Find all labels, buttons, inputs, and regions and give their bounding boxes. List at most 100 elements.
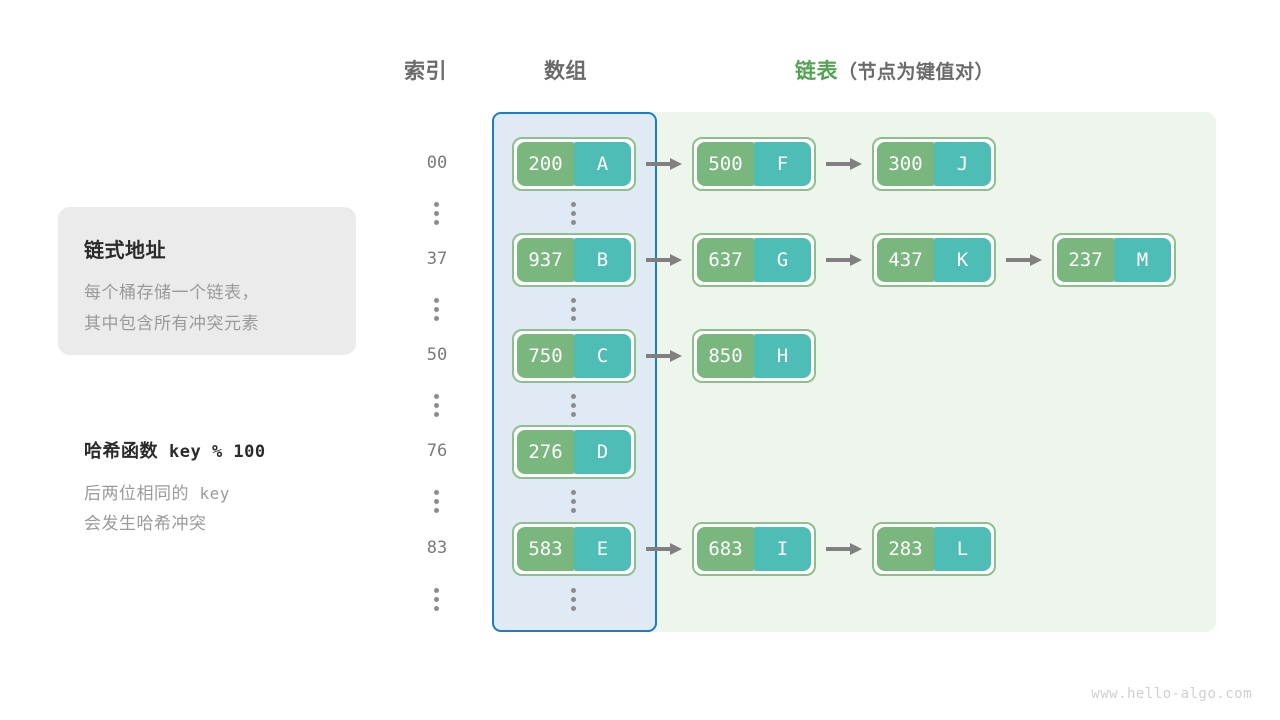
column-header-linked-list-sub: （节点为键值对）	[838, 62, 995, 83]
kv-node-value: E	[574, 527, 631, 571]
info-card-body-line2: 其中包含所有冲突元素	[84, 314, 259, 333]
kv-node-value: I	[754, 527, 811, 571]
kv-node-key: 200	[517, 142, 574, 186]
link-arrow-37-1	[826, 254, 862, 266]
hash-function-title: 哈希函数 key % 100	[84, 437, 266, 463]
column-header-index: 索引	[404, 60, 447, 83]
kv-node-key: 850	[697, 334, 754, 378]
ellipsis-dot	[571, 597, 576, 602]
ellipsis-dot	[571, 298, 576, 303]
hash-function-note-line1-mono: key	[199, 484, 230, 503]
kv-node-key: 937	[517, 238, 574, 282]
info-card-body: 每个桶存储一个链表， 其中包含所有冲突元素	[84, 277, 259, 339]
link-arrow-50-0	[646, 350, 682, 362]
kv-node-key: 500	[697, 142, 754, 186]
kv-node-key: 276	[517, 430, 574, 474]
kv-node-value: L	[934, 527, 991, 571]
kv-node-value: J	[934, 142, 991, 186]
array-column-ellipsis-3	[571, 490, 577, 513]
info-card	[58, 207, 356, 355]
arrow-head-icon	[670, 158, 682, 170]
ellipsis-dot	[434, 211, 439, 216]
array-column-ellipsis-1	[571, 298, 577, 321]
arrow-head-icon	[670, 350, 682, 362]
ellipsis-dot	[434, 606, 439, 611]
ellipsis-dot	[434, 307, 439, 312]
ellipsis-dot	[434, 403, 439, 408]
ellipsis-dot	[571, 211, 576, 216]
arrow-head-icon	[850, 254, 862, 266]
ellipsis-dot	[434, 508, 439, 513]
kv-node-key: 283	[877, 527, 934, 571]
kv-node-key: 437	[877, 238, 934, 282]
kv-node-value: C	[574, 334, 631, 378]
kv-node-value: H	[754, 334, 811, 378]
kv-node-value: M	[1114, 238, 1171, 282]
ellipsis-dot	[434, 588, 439, 593]
bucket-index-label-76: 76	[426, 441, 448, 461]
array-column-ellipsis-0	[571, 202, 577, 225]
arrow-shaft	[646, 547, 671, 551]
ellipsis-dot	[434, 597, 439, 602]
hash-function-note-line1-cn: 后两位相同的	[84, 484, 189, 503]
index-column-ellipsis-0	[434, 202, 440, 225]
ellipsis-dot	[434, 202, 439, 207]
index-column-ellipsis-2	[434, 394, 440, 417]
link-arrow-83-1	[826, 543, 862, 555]
ellipsis-dot	[434, 316, 439, 321]
kv-node-key: 300	[877, 142, 934, 186]
column-header-linked-list: 链表（节点为键值对）	[795, 55, 994, 85]
link-arrow-00-1	[826, 158, 862, 170]
link-arrow-00-0	[646, 158, 682, 170]
kv-node-key: 637	[697, 238, 754, 282]
info-card-title: 链式地址	[84, 240, 166, 262]
ellipsis-dot	[571, 316, 576, 321]
arrow-shaft	[826, 258, 851, 262]
kv-node-value: F	[754, 142, 811, 186]
ellipsis-dot	[434, 298, 439, 303]
kv-node-value: D	[574, 430, 631, 474]
ellipsis-dot	[571, 403, 576, 408]
arrow-shaft	[826, 162, 851, 166]
kv-node-value: G	[754, 238, 811, 282]
column-header-array: 数组	[544, 60, 587, 83]
ellipsis-dot	[571, 508, 576, 513]
arrow-head-icon	[850, 543, 862, 555]
bucket-index-label-50: 50	[426, 345, 448, 365]
ellipsis-dot	[571, 499, 576, 504]
ellipsis-dot	[434, 220, 439, 225]
kv-node-key: 683	[697, 527, 754, 571]
hash-function-title-label: 哈希函数	[84, 441, 158, 461]
kv-node-value: B	[574, 238, 631, 282]
info-card-body-line1: 每个桶存储一个链表，	[84, 283, 259, 302]
ellipsis-dot	[571, 606, 576, 611]
bucket-index-label-83: 83	[426, 538, 448, 558]
watermark: www.hello-algo.com	[1091, 686, 1252, 702]
kv-node-key: 750	[517, 334, 574, 378]
kv-node-key: 583	[517, 527, 574, 571]
column-header-linked-list-main: 链表	[795, 60, 838, 83]
arrow-head-icon	[1030, 254, 1042, 266]
ellipsis-dot	[434, 394, 439, 399]
ellipsis-dot	[571, 490, 576, 495]
ellipsis-dot	[434, 499, 439, 504]
ellipsis-dot	[434, 490, 439, 495]
arrow-head-icon	[670, 254, 682, 266]
index-column-ellipsis-1	[434, 298, 440, 321]
kv-node-value: A	[574, 142, 631, 186]
array-column-ellipsis-4	[571, 588, 577, 611]
hash-function-note-line2: 会发生哈希冲突	[84, 514, 207, 533]
arrow-head-icon	[850, 158, 862, 170]
